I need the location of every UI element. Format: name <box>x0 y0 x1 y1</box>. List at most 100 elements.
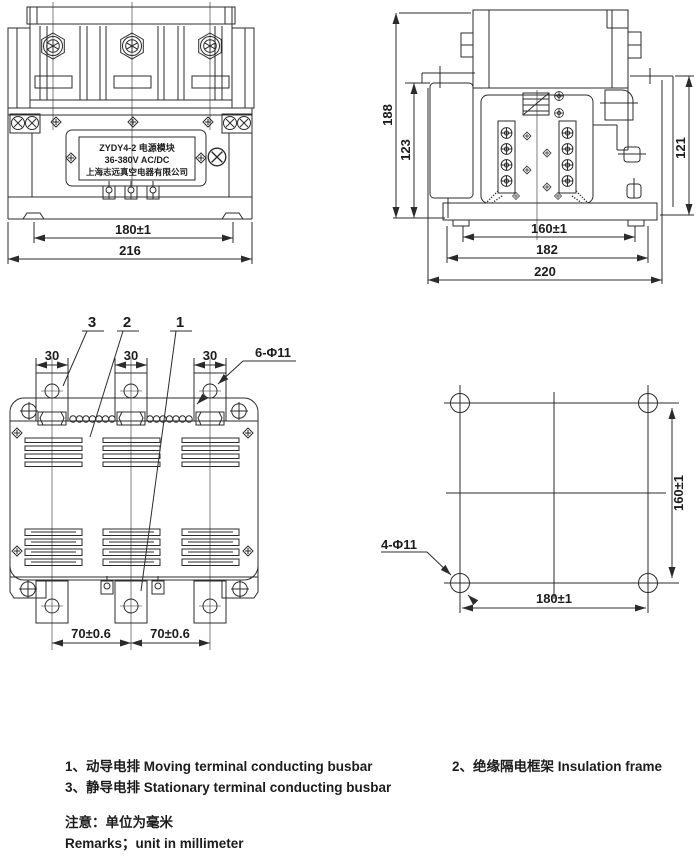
legend-item-2: 2、绝缘隔电框架 Insulation frame <box>452 759 663 774</box>
terminal-screw-icon <box>500 127 513 139</box>
bolt-icon <box>19 401 39 421</box>
screw-icon <box>127 116 139 128</box>
screw-icon <box>554 91 564 101</box>
dim-label: 188 <box>380 104 395 126</box>
terminal-screw-icon <box>561 127 574 139</box>
left-mounting-bracket <box>421 66 475 218</box>
vent-slots-lower <box>24 528 240 566</box>
screw-icon <box>25 116 39 130</box>
vent-slots-upper <box>24 437 240 467</box>
cover-ribs <box>39 26 223 100</box>
mounting-hole <box>638 573 658 593</box>
moving-busbars-bottom <box>35 576 227 624</box>
nameplate-company: 上海志远真空电器有限公司 <box>86 167 188 177</box>
insulation-frame-body <box>9 397 259 599</box>
nameplate: ZYDY4-2 电源模块 36-380V AC/DC 上海志远真空电器有限公司 <box>65 129 227 187</box>
terminal-screw-icon <box>561 143 574 155</box>
dimension-busbar-width: 30 <box>114 348 148 373</box>
callout-3: 3 <box>62 314 104 387</box>
dim-label: 123 <box>398 139 413 161</box>
callout-1: 1 <box>140 314 192 592</box>
hole-label: 6-Φ11 <box>255 345 291 360</box>
base-plate <box>442 202 658 227</box>
busbar-front-view: 3 2 1 30 30 30 6-Φ <box>9 314 296 650</box>
mounting-hole <box>638 393 658 413</box>
legend-item-1: 1、动导电排 Moving terminal conducting busbar <box>65 759 373 774</box>
legend-item-3: 3、静导电排 Stationary terminal conducting bu… <box>65 780 392 795</box>
screw-icon <box>512 192 520 200</box>
callout-number: 3 <box>88 314 96 331</box>
mounting-hole-view: 4-Φ11 160±1 180±1 <box>381 385 686 613</box>
side-view: 188 123 121 160±1 182 <box>380 9 694 284</box>
screw-icon <box>65 152 77 164</box>
bolt-icon <box>230 579 250 599</box>
screw-icon <box>542 148 552 158</box>
hex-terminal-nut <box>120 32 144 60</box>
mounting-hole <box>450 393 470 413</box>
dimension-vertical-pitch: 160±1 <box>664 402 686 584</box>
dimension-overall-width: 220 <box>427 80 663 284</box>
screw-icon <box>223 116 237 130</box>
terminal-screw-icon <box>500 143 513 155</box>
right-mounting-bracket <box>593 68 674 207</box>
dim-label: 70±0.6 <box>71 626 111 641</box>
dimension-busbar-width: 30 <box>193 348 227 373</box>
spring-coils <box>69 415 193 423</box>
bolt-icon <box>229 401 249 421</box>
dim-label: 30 <box>203 348 217 363</box>
screw-icon <box>242 427 254 439</box>
terminal-screw-icon <box>500 175 513 187</box>
coil-terminal-clamps <box>102 181 160 200</box>
note-chinese: 注意：单位为毫米 <box>65 815 173 830</box>
terminal-screw-icon <box>561 159 574 171</box>
dimension-right-height: 121 <box>660 75 694 216</box>
callout-number: 1 <box>176 314 184 331</box>
dim-label: 216 <box>119 243 141 258</box>
screw-icon <box>554 108 564 118</box>
screw-icon <box>202 116 214 128</box>
dimension-feet-span: 160±1 <box>462 221 636 242</box>
screw-icon <box>11 427 23 439</box>
dim-label: 180±1 <box>536 591 572 606</box>
drawing-canvas: ZYDY4-2 电源模块 36-380V AC/DC 上海志远真空电器有限公司 … <box>7 2 694 650</box>
hex-terminal-nut <box>41 32 65 60</box>
terminal-screw-icon <box>500 159 513 171</box>
front-view: ZYDY4-2 电源模块 36-380V AC/DC 上海志远真空电器有限公司 … <box>7 2 255 264</box>
hole-label: 4-Φ11 <box>381 537 417 552</box>
busbar-bolts <box>37 411 225 426</box>
hole-callout-6xd11: 6-Φ11 <box>196 345 296 405</box>
screw-icon <box>207 147 227 167</box>
nameplate-voltage: 36-380V AC/DC <box>105 155 170 165</box>
housing-body <box>7 107 253 220</box>
screw-icon <box>522 165 532 175</box>
dimension-overall-height: 188 <box>380 12 471 219</box>
dim-label: 182 <box>536 242 558 257</box>
dim-label: 160±1 <box>671 475 686 511</box>
screw-icon <box>50 116 62 128</box>
interrupter-head <box>460 9 642 89</box>
dim-label: 30 <box>124 348 138 363</box>
hex-terminal-nut <box>198 32 222 60</box>
screw-icon <box>554 192 562 200</box>
screw-icon <box>11 545 23 557</box>
dimension-body-height: 123 <box>398 82 427 218</box>
dim-label: 220 <box>534 264 556 279</box>
screw-icon <box>195 152 207 164</box>
callout-number: 2 <box>123 314 131 331</box>
dimension-horizontal-pitch: 180±1 <box>459 591 649 613</box>
dimension-pole-pitch: 70±0.6 <box>52 626 131 647</box>
dim-label: 70±0.6 <box>150 626 190 641</box>
dim-label: 30 <box>45 348 59 363</box>
dimension-base-width: 182 <box>446 226 649 263</box>
terminal-screw-icon <box>561 175 574 187</box>
terminal-cover <box>7 6 255 109</box>
dimension-overall-width: 216 <box>7 222 253 264</box>
screw-icon <box>242 545 254 557</box>
dimension-pole-pitch: 70±0.6 <box>131 626 210 647</box>
dimension-busbar-width: 30 <box>35 348 69 373</box>
dim-label: 160±1 <box>531 221 567 236</box>
nameplate-model: ZYDY4-2 电源模块 <box>99 142 176 153</box>
dimension-feet-span: 180±1 <box>33 222 234 243</box>
bolt-icon <box>18 579 38 599</box>
